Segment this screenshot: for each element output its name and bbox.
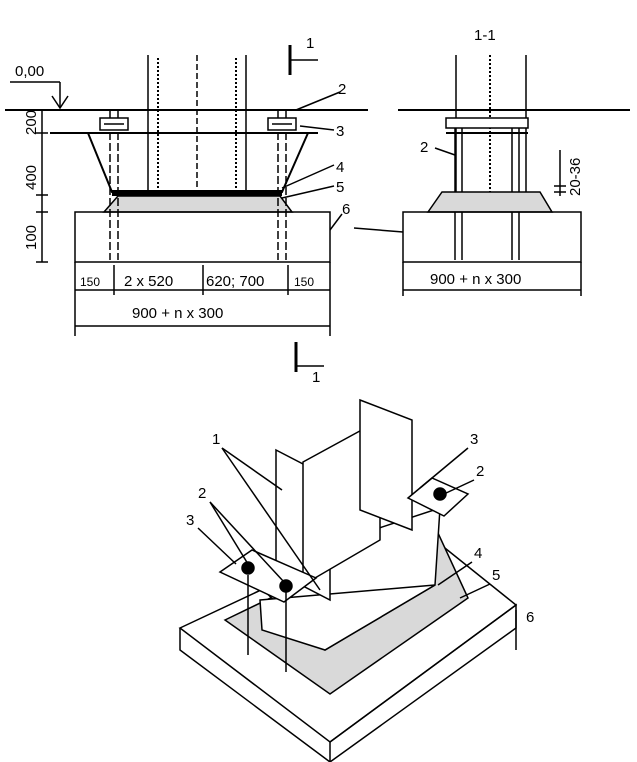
traverse: [87, 132, 309, 193]
front-elevation-view: 0,00: [5, 35, 368, 386]
iso-nut-left-2: [279, 579, 293, 593]
vertical-dimensions: 200 400 100: [23, 109, 48, 263]
section-gap-dimension: 20-36: [554, 150, 584, 196]
section-mark-bottom-label: 1: [312, 369, 320, 386]
section-view: 1-1 20-36 900 + n x 300: [353, 27, 630, 296]
callout-2-front: 2: [338, 81, 346, 98]
callouts-section: 2: [353, 139, 456, 233]
base-plate: [112, 190, 282, 196]
iso-nut-left-1: [241, 561, 255, 575]
grout-layer: [102, 195, 294, 213]
callout-4-iso: 4: [474, 545, 482, 562]
foundation-block: [74, 211, 331, 263]
dim-edge-left: 150: [80, 275, 100, 289]
dim-100: 100: [23, 225, 40, 250]
horizontal-dimensions: 150 2 x 520 620; 700 150 900 + n x 300: [74, 262, 331, 336]
column-shaft: [147, 55, 247, 190]
callout-6-front: 6: [342, 201, 350, 218]
iso-foundation-front: [179, 628, 331, 762]
dim-total-width-section: 900 + n x 300: [430, 271, 521, 288]
dim-total-width: 900 + n x 300: [132, 305, 223, 322]
callout-2-iso-left: 2: [198, 485, 206, 502]
section-mark-top-label: 1: [306, 35, 314, 52]
section-mark-bottom: 1: [294, 342, 324, 386]
section-bolts: [445, 117, 529, 260]
dim-400: 400: [23, 165, 40, 190]
callout-5-front: 5: [336, 179, 344, 196]
anchor-bolt-right: [267, 110, 297, 260]
dim-gap: 20-36: [567, 158, 584, 196]
callout-2-iso-right: 2: [476, 463, 484, 480]
elevation-marker: 0,00: [10, 63, 69, 110]
callouts-front: 2 3 4 5 6: [281, 81, 350, 231]
iso-column-back-flange: [359, 398, 413, 532]
iso-traverse-lower: [259, 584, 436, 651]
callout-2-section: 2: [420, 139, 428, 156]
section-title: 1-1: [474, 27, 496, 44]
anchor-bolt-left: [99, 110, 129, 260]
callout-5-iso: 5: [492, 567, 500, 584]
section-foundation: [402, 211, 582, 263]
callout-3-iso-left: 3: [186, 512, 194, 529]
callout-4-front: 4: [336, 159, 344, 176]
dim-200: 200: [23, 110, 40, 135]
callout-3-iso-right: 3: [470, 431, 478, 448]
section-mark-top: 1: [288, 35, 318, 75]
section-grout: [426, 191, 554, 213]
callout-3-front: 3: [336, 123, 344, 140]
isometric-view: 1 3 2 2 3 4 5 6: [178, 398, 534, 762]
dim-bolt-spacing: 2 x 520: [124, 273, 173, 290]
iso-nut-right: [433, 487, 447, 501]
callout-1-iso: 1: [212, 431, 220, 448]
callout-6-iso: 6: [526, 609, 534, 626]
dim-mid-span: 620; 700: [206, 273, 264, 290]
elevation-label: 0,00: [15, 63, 44, 80]
dim-edge-right: 150: [294, 275, 314, 289]
callouts-isometric: 1 3 2 2 3 4 5 6: [186, 431, 534, 650]
section-width-dimension: 900 + n x 300: [402, 262, 582, 296]
